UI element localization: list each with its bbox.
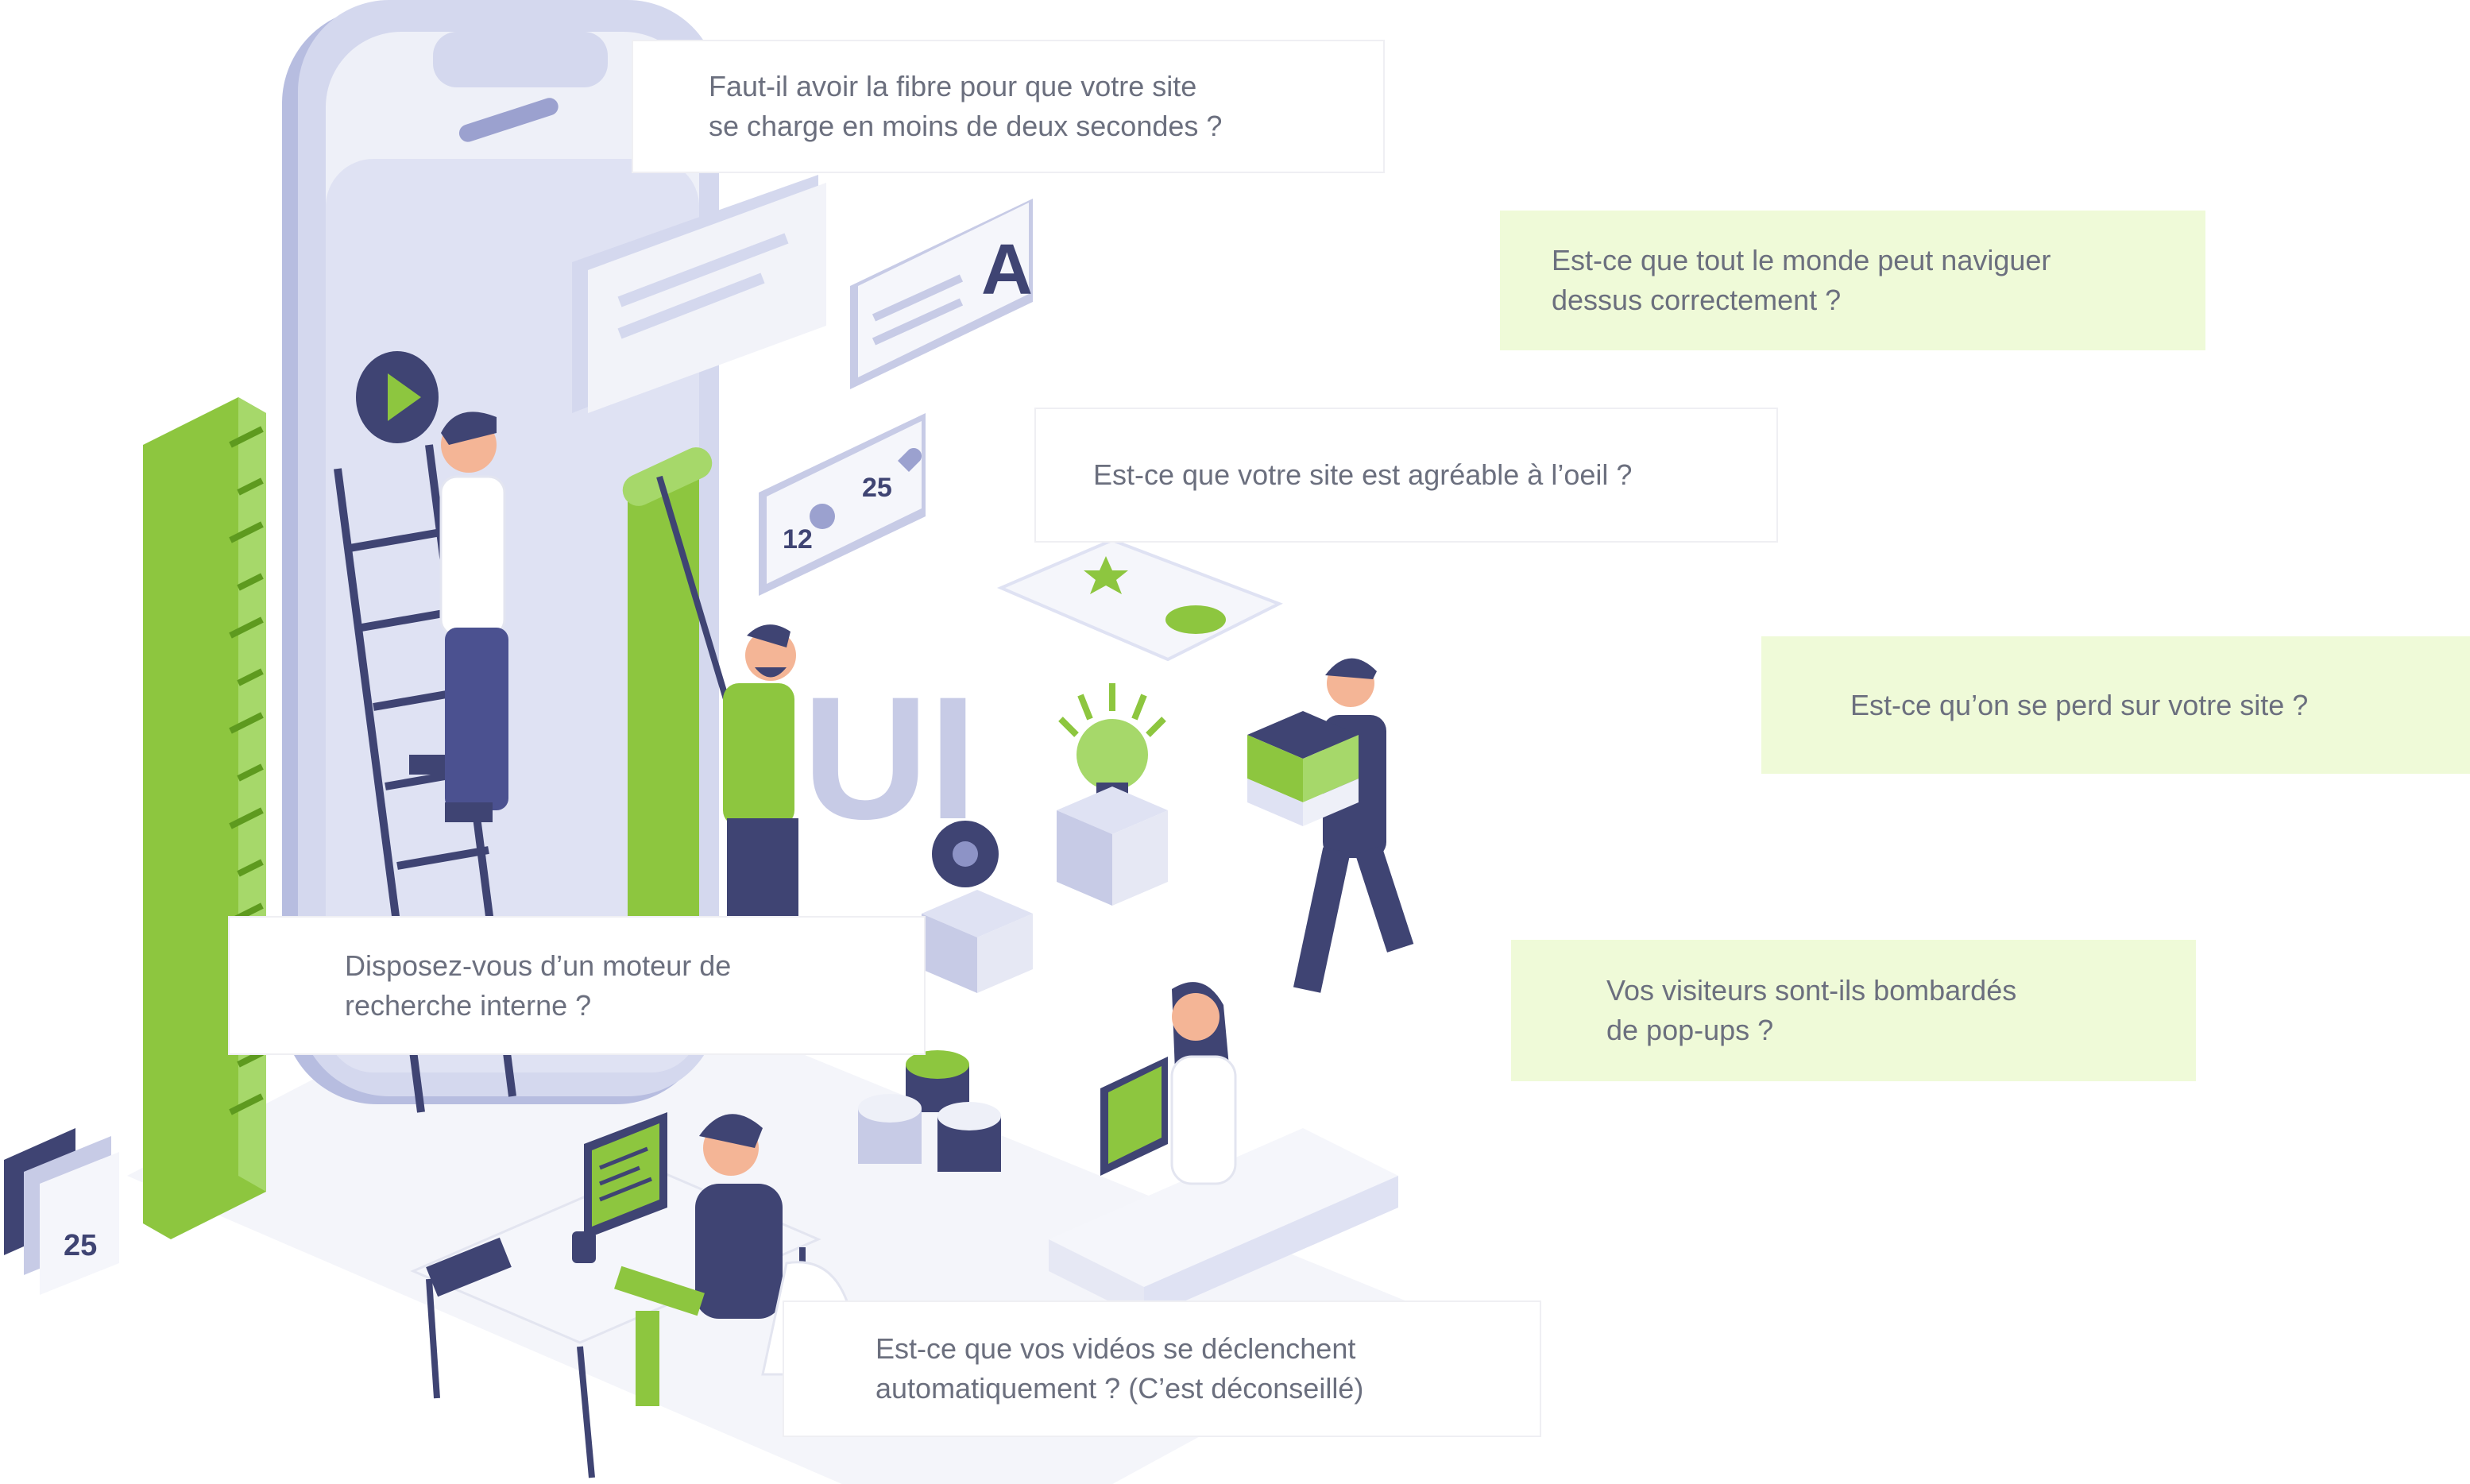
paint-stripe [622,447,713,993]
question-bubble-aesthetics: Est-ce que votre site est agréable à l’o… [1034,408,1778,543]
question-line: se charge en moins de deux secondes ? [709,110,1223,142]
question-line: Est-ce qu’on se perd sur votre site ? [1850,688,2309,721]
question-line: Est-ce que votre site est agréable à l’o… [1093,458,1633,491]
document-star [996,538,1283,662]
question-line: Vos visiteurs sont-ils bombardés [1606,974,2017,1007]
question-bubble-accessibility: Est-ce que tout le monde peut naviguer d… [1500,211,2205,350]
question-bubble-search: Disposez-vous d’un moteur de recherche i… [228,916,926,1055]
chat-card [572,175,826,413]
ruler [143,397,266,1239]
lightbulb-box [1057,683,1168,906]
question-bubble-videos: Est-ce que vos vidéos se déclenchent aut… [783,1300,1541,1437]
question-line: Disposez-vous d’un moteur de [345,949,732,982]
question-bubble-popups: Vos visiteurs sont-ils bombardés de pop-… [1511,940,2196,1081]
ui-letters-text: UI [802,660,977,856]
text-card: A [850,199,1033,389]
question-line: Faut-il avoir la fibre pour que votre si… [709,70,1197,102]
play-button-icon [356,351,439,443]
heart-icon [898,448,922,472]
gear-box [922,821,1033,993]
question-line: recherche interne ? [345,988,592,1022]
question-line: Est-ce que tout le monde peut naviguer [1552,244,2051,276]
card-letter: A [981,230,1033,310]
question-line: dessus correctement ? [1552,284,1842,316]
person-at-desk [410,1112,852,1478]
comment-icon [810,504,835,529]
database-icons [858,1050,1001,1172]
question-line: automatiquement ? (C’est déconseillé) [876,1372,1364,1405]
person-painting [656,475,798,922]
question-bubble-fiber: Faut-il avoir la fibre pour que votre si… [632,40,1385,173]
question-line: de pop-ups ? [1606,1014,1774,1046]
comments-count: 12 [783,524,813,555]
question-bubble-navigation: Est-ce qu’on se perd sur votre site ? [1761,636,2470,774]
calendar-icon: 25 [4,1128,119,1295]
ui-letters: UI [802,660,977,856]
calendar-number: 25 [64,1229,97,1262]
social-card: 12 25 [759,413,926,596]
person-carrying-box [1247,658,1414,993]
question-line: Est-ce que vos vidéos se déclenchent [876,1332,1356,1365]
likes-count: 25 [862,473,892,503]
person-with-laptop [1049,982,1398,1319]
